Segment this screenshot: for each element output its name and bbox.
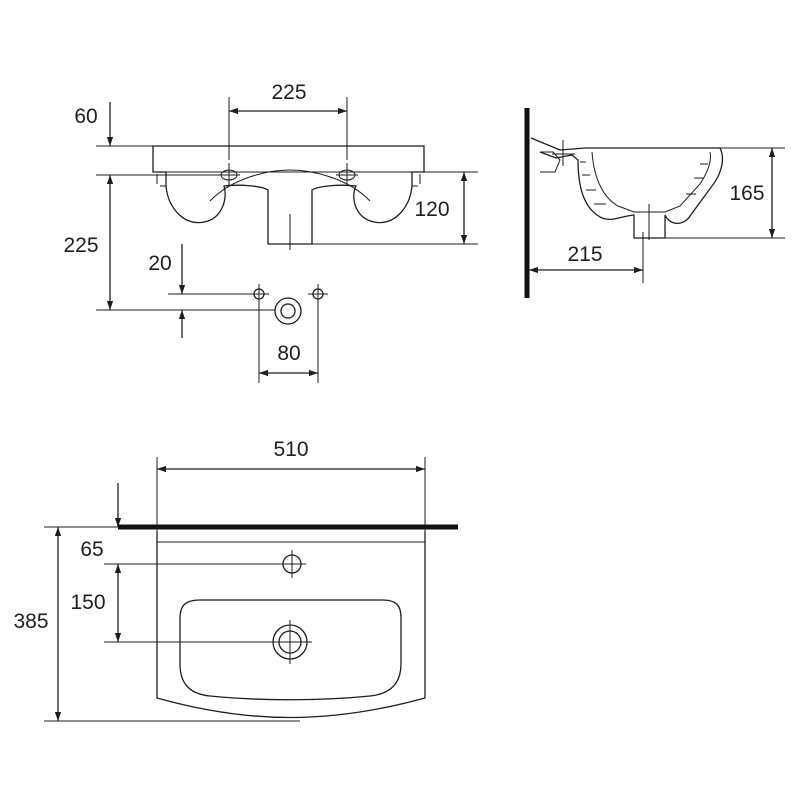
plan-view: 510 385 65 150: [13, 438, 458, 722]
front-overflow-marks: [156, 174, 421, 187]
dim-label-overall-drop: 225: [63, 234, 98, 257]
dim-label-tap-to-waste: 150: [70, 591, 105, 614]
front-basin-outline: [152, 145, 425, 245]
dim-label-waste-offset: 20: [148, 252, 171, 275]
side-section-inner: [591, 151, 711, 213]
dim-label-side-projection: 215: [567, 243, 602, 266]
dim-label-tap-setback: 65: [80, 538, 103, 561]
waste-outlet-inner: [280, 303, 296, 319]
dim-label-plan-width: 510: [273, 438, 308, 461]
dim-label-overflow-spacing: 225: [271, 81, 306, 104]
dim-label-fixing-spacing: 80: [277, 342, 300, 365]
dim-label-plan-length: 385: [13, 610, 48, 633]
front-view: 225 60 225 120 20 80: [63, 81, 478, 383]
waste-outlet-outer: [274, 297, 302, 325]
side-section-outline: [530, 137, 724, 239]
dim-label-bowl-depth: 120: [414, 198, 449, 221]
dim-label-side-depth: 165: [729, 182, 764, 205]
plan-basin-outline: [156, 532, 426, 719]
plan-bowl: [179, 599, 402, 701]
side-section-hatch: [540, 151, 708, 205]
side-view: 165 215: [524, 108, 785, 298]
dim-label-top-to-tap: 60: [74, 105, 97, 128]
